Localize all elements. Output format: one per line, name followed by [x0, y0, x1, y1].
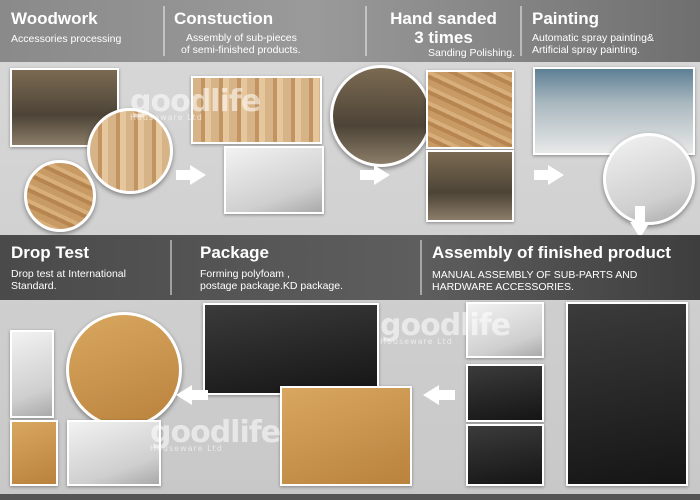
step-title: Painting — [532, 9, 600, 28]
step-construction: Constuction Assembly of sub-pieces of se… — [174, 9, 301, 57]
step-desc: HARDWARE ACCESSORIES. — [432, 281, 574, 294]
divider — [420, 240, 422, 295]
step-title: Assembly of finished product — [432, 243, 671, 262]
step-desc: Assembly of sub-pieces — [186, 31, 297, 44]
step-title: Package — [200, 243, 269, 262]
wood-parts-circle — [24, 160, 96, 232]
step-title: Constuction — [174, 9, 274, 28]
flow-arrow-right-icon — [176, 165, 206, 185]
construction-photo — [191, 76, 322, 144]
brand-name: goodlife — [130, 84, 261, 119]
step-desc: MANUAL ASSEMBLY OF SUB-PARTS AND — [432, 268, 638, 281]
step-title: 3 times — [414, 27, 473, 47]
wood-stack-circle — [87, 108, 173, 194]
drop-test-photo — [10, 330, 54, 418]
brand-name: goodlife — [380, 308, 511, 343]
assembly-photo-3 — [466, 424, 544, 486]
polyfoam-package-photo — [203, 303, 379, 395]
step-title: Woodwork — [11, 9, 98, 28]
sanding-photo — [426, 70, 514, 149]
step-title: Hand sanded — [390, 9, 497, 28]
step-desc: of semi-finished products. — [181, 44, 301, 57]
sanding-circle — [330, 65, 432, 167]
step-desc: Accessories processing — [11, 32, 122, 45]
flow-arrow-left-icon — [176, 385, 208, 405]
step-desc: postage package.KD package. — [200, 280, 344, 293]
brand-tagline: Houseware Ltd — [150, 444, 223, 453]
drill-assembly-photo — [566, 302, 688, 486]
middle-header-band — [0, 235, 700, 300]
top-header-band — [0, 0, 700, 62]
spray-circle — [603, 133, 695, 225]
flow-arrow-right-icon — [360, 165, 390, 185]
step-desc: Artificial spray painting. — [532, 44, 640, 57]
divider — [365, 6, 367, 56]
step-desc: Automatic spray painting& — [532, 31, 654, 44]
step-desc: Standard. — [11, 280, 57, 293]
step-drop-test: Drop Test Drop test at International Sta… — [11, 243, 126, 293]
drop-test-circle — [66, 312, 182, 428]
flow-arrow-down-icon — [630, 206, 650, 238]
brand-name: goodlife — [150, 415, 281, 450]
step-painting: Painting Automatic spray painting& Artif… — [532, 9, 654, 57]
step-package: Package Forming polyfoam , postage packa… — [200, 243, 344, 293]
carton-package-photo — [280, 386, 412, 486]
assembly-photo-2 — [466, 364, 544, 422]
assembly-photo — [466, 302, 544, 358]
divider — [520, 6, 522, 56]
brand-tagline: Houseware Ltd — [130, 113, 203, 122]
step-desc: Sanding Polishing. — [428, 47, 515, 60]
step-sanding: Hand sanded 3 times Sanding Polishing. — [372, 9, 515, 60]
brand-tagline: Houseware Ltd — [380, 337, 453, 346]
flow-arrow-right-icon — [534, 165, 564, 185]
drop-test-photo-2 — [10, 420, 58, 486]
step-desc: Forming polyfoam , — [200, 267, 290, 280]
step-woodwork: Woodwork Accessories processing — [11, 9, 122, 45]
flow-arrow-left-icon — [423, 385, 455, 405]
step-title: Drop Test — [11, 243, 90, 262]
step-assembly: Assembly of finished product MANUAL ASSE… — [432, 243, 671, 294]
bottom-bar — [0, 494, 700, 500]
step-desc: Drop test at International — [11, 267, 126, 280]
construction-photo-2 — [224, 146, 324, 214]
divider — [170, 240, 172, 295]
drop-test-photo-3 — [67, 420, 161, 486]
polishing-photo — [426, 150, 514, 222]
divider — [163, 6, 165, 56]
